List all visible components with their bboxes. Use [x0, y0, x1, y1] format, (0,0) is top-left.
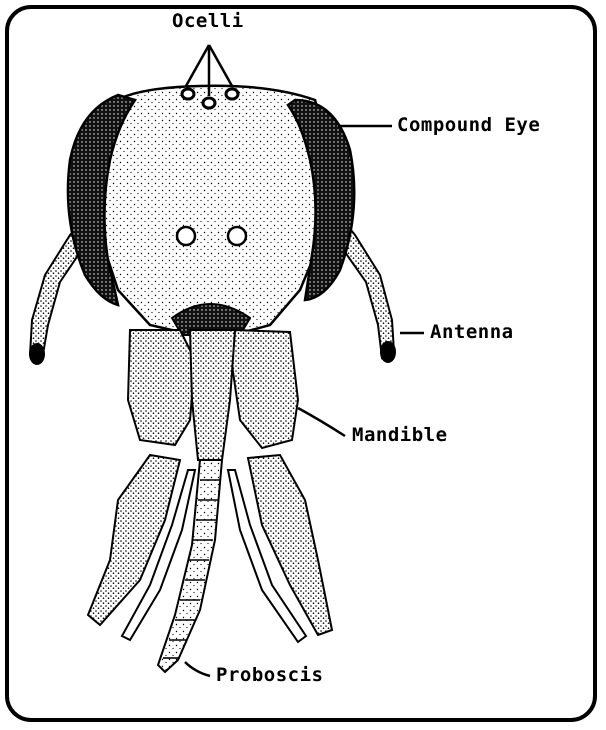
- left-mandible: [128, 330, 195, 445]
- right-galea: [248, 455, 332, 635]
- right-mandible: [232, 330, 298, 448]
- label-proboscis: Proboscis: [216, 664, 323, 686]
- label-antenna: Antenna: [430, 321, 514, 343]
- label-compound-eye: Compound Eye: [397, 114, 540, 136]
- label-ocelli: Ocelli: [172, 10, 244, 32]
- head-capsule: [92, 86, 330, 340]
- labium: [190, 330, 235, 460]
- label-mandible: Mandible: [352, 424, 448, 446]
